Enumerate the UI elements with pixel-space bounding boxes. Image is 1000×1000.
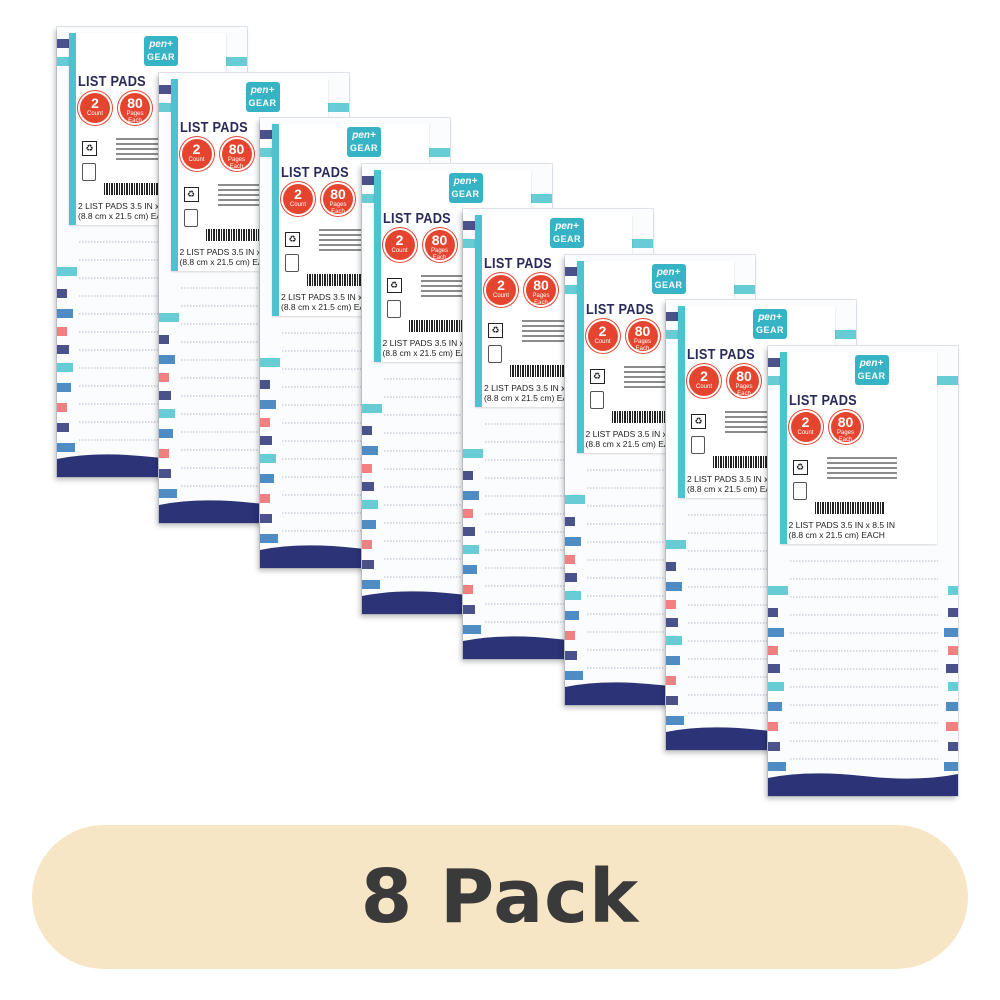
brand-logo: pen+ GEAR (854, 354, 889, 385)
count-badge: 2 Count (181, 138, 212, 169)
barcode (104, 183, 174, 195)
pack-size-banner: 8 Pack (32, 825, 968, 969)
brand-logo: pen+ GEAR (550, 218, 584, 248)
sheets-badge: 80 Pages Each (424, 229, 455, 261)
package-label: pen+ GEAR LIST PADS 2 Count 80 Pages Eac… (779, 351, 937, 544)
barcode (814, 501, 885, 514)
recycle-icon: ♻ (183, 186, 199, 202)
recycle-icon: ♻ (285, 232, 300, 247)
size-info: 2 LIST PADS 3.5 IN x 8.5 IN (8.8 cm x 21… (687, 474, 794, 494)
count-badge: 2 Count (384, 229, 415, 260)
size-info: 2 LIST PADS 3.5 IN x 8.5 IN (8.8 cm x 21… (179, 246, 286, 267)
count-badge: 2 Count (486, 275, 516, 305)
sheets-badge: 80 Pages Each (830, 411, 861, 443)
fsc-icon (386, 299, 401, 318)
count-badge: 2 Count (689, 366, 719, 396)
brand-logo: pen+ GEAR (753, 309, 787, 339)
count-badge: 2 Count (80, 93, 110, 123)
size-info: 2 LIST PADS 3.5 IN x 8.5 IN (8.8 cm x 21… (788, 519, 895, 540)
count-badge: 2 Count (283, 184, 313, 214)
recycle-icon: ♻ (589, 368, 605, 384)
recycle-icon: ♻ (691, 414, 706, 429)
product-stack: pen+ GEAR LIST PADS 2 Count 80 Pages Eac… (57, 33, 958, 796)
fsc-icon (82, 163, 96, 181)
product-title: LIST PADS (281, 164, 349, 181)
product-title: LIST PADS (687, 346, 755, 363)
pack-size-text: 8 Pack (360, 854, 640, 940)
barcode (611, 410, 682, 423)
fine-print (522, 320, 592, 345)
product-title: LIST PADS (78, 73, 146, 90)
size-info: 2 LIST PADS 3.5 IN x 8.5 IN (8.8 cm x 21… (281, 292, 388, 312)
fsc-icon (589, 390, 604, 409)
sheets-badge: 80 Pages Each (120, 93, 150, 124)
fsc-icon (792, 481, 807, 500)
recycle-icon: ♻ (82, 141, 97, 156)
size-info: 2 LIST PADS 3.5 IN x 8.5 IN (8.8 cm x 21… (78, 201, 185, 221)
count-badge: 2 Count (587, 320, 618, 351)
fsc-icon (691, 436, 705, 454)
product-title: LIST PADS (179, 118, 248, 136)
recycle-icon: ♻ (488, 323, 503, 338)
sheets-badge: 80 Pages Each (729, 366, 759, 397)
barcode (205, 228, 276, 241)
size-info: 2 LIST PADS 3.5 IN x 8.5 IN (8.8 cm x 21… (484, 383, 591, 403)
fine-print (319, 229, 389, 254)
sheets-badge: 80 Pages Each (221, 138, 252, 170)
product-title: LIST PADS (382, 209, 451, 227)
product-title: LIST PADS (484, 255, 552, 272)
barcode (713, 456, 783, 468)
brand-logo: pen+ GEAR (144, 36, 178, 66)
size-info: 2 LIST PADS 3.5 IN x 8.5 IN (8.8 cm x 21… (585, 428, 692, 449)
list-pad-package: pen+ GEAR LIST PADS 2 Count 80 Pages Eac… (767, 345, 958, 796)
barcode (408, 319, 479, 332)
fsc-icon (285, 254, 299, 272)
fine-print (725, 411, 795, 436)
barcode (307, 274, 377, 286)
brand-logo: pen+ GEAR (448, 172, 483, 203)
size-info: 2 LIST PADS 3.5 IN x 8.5 IN (8.8 cm x 21… (382, 337, 489, 358)
fine-print (217, 183, 288, 209)
fsc-icon (488, 345, 502, 363)
count-badge: 2 Count (790, 411, 821, 442)
fine-print (826, 456, 897, 482)
sheets-badge: 80 Pages Each (526, 275, 556, 306)
fine-print (623, 365, 694, 391)
sheets-badge: 80 Pages Each (627, 320, 658, 352)
fsc-icon (183, 208, 198, 227)
package-label: pen+ GEAR LIST PADS 2 Count 80 Pages Eac… (475, 215, 632, 407)
barcode (510, 365, 580, 377)
brand-logo: pen+ GEAR (651, 263, 686, 294)
brand-logo: pen+ GEAR (245, 81, 280, 112)
product-title: LIST PADS (788, 391, 857, 409)
recycle-icon: ♻ (386, 277, 402, 293)
brand-logo: pen+ GEAR (347, 127, 381, 157)
fine-print (116, 138, 186, 163)
fine-print (420, 274, 491, 300)
recycle-icon: ♻ (792, 459, 808, 475)
sheets-badge: 80 Pages Each (323, 184, 353, 215)
product-title: LIST PADS (585, 300, 654, 318)
